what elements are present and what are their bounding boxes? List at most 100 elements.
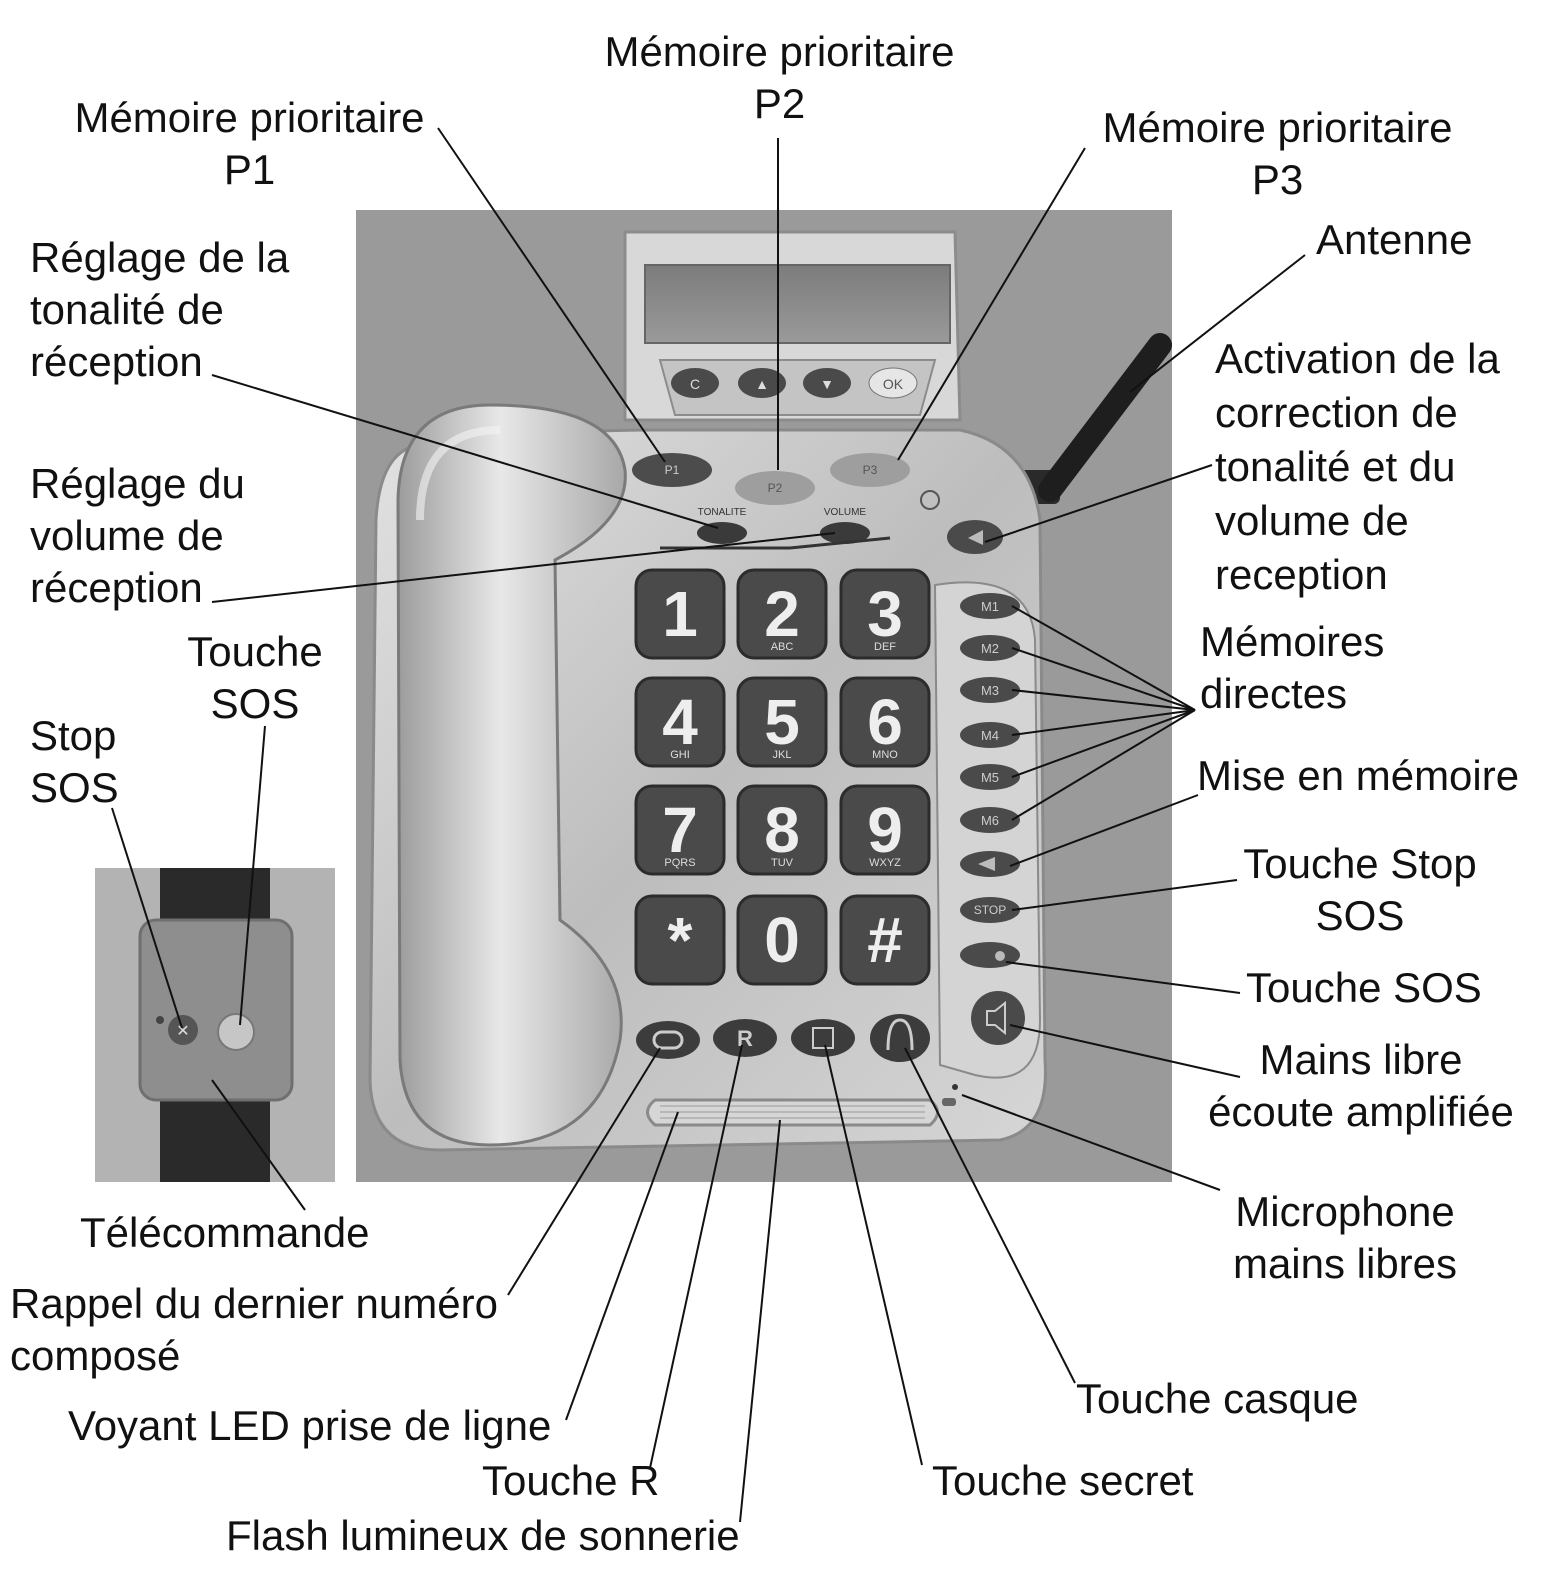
sos-button[interactable]: [960, 942, 1020, 968]
nav-key-label: ▲: [755, 376, 769, 392]
volume-control[interactable]: [820, 522, 870, 544]
label-voyant: Voyant LED prise de ligne: [68, 1402, 552, 1449]
label-touche-r: Touche R: [482, 1457, 660, 1504]
memory-key-m2[interactable]: M2: [960, 635, 1020, 661]
label-telecommande: Télécommande: [80, 1209, 370, 1256]
headset-button[interactable]: [870, 1014, 930, 1062]
remote-sos-button[interactable]: [217, 1013, 255, 1051]
key-digit: 2: [764, 578, 800, 650]
remote-led: [156, 1016, 164, 1024]
nav-key-label: C: [690, 376, 700, 392]
priority-key-p3[interactable]: P3: [830, 453, 910, 487]
nav-key-label: OK: [883, 376, 904, 392]
secret-button[interactable]: [791, 1019, 855, 1057]
memory-key-label: M6: [981, 813, 999, 828]
label-stop-sos-left: Stop SOS: [30, 712, 119, 811]
memory-key-m5[interactable]: M5: [960, 764, 1020, 790]
handset: [396, 403, 627, 1147]
label-touche-secret: Touche secret: [932, 1457, 1194, 1504]
remote-body: [138, 918, 294, 1102]
label-touche-casque: Touche casque: [1076, 1375, 1359, 1422]
label-p3: Mémoire prioritaire P3: [1102, 104, 1453, 203]
nav-key[interactable]: C: [671, 368, 719, 398]
key-digit: 1: [662, 578, 698, 650]
memory-key-m3[interactable]: M3: [960, 677, 1020, 703]
key-letters: WXYZ: [869, 857, 901, 869]
remote-photo: ✕: [95, 868, 335, 1182]
priority-key-label: P2: [768, 481, 783, 495]
label-mise-en-memoire: Mise en mémoire: [1197, 752, 1520, 799]
label-activation: Activation de la correction de tonalité …: [1215, 335, 1500, 598]
leader-lines: [111, 127, 1306, 1523]
remote-stop-icon: ✕: [176, 1023, 189, 1040]
keypad-key-star[interactable]: *: [634, 894, 726, 986]
key-letters: TUV: [771, 857, 794, 869]
headset-icon: [886, 1018, 914, 1051]
keypad-key-1[interactable]: 1: [634, 568, 726, 660]
tonalite-control[interactable]: [697, 522, 747, 544]
nav-key[interactable]: ▲: [738, 368, 786, 398]
correction-button[interactable]: [947, 520, 1003, 554]
memory-key-label: M3: [981, 683, 999, 698]
label-touche-stop-sos: Touche Stop SOS: [1243, 840, 1477, 939]
key-letters: ABC: [771, 641, 794, 653]
stop-button[interactable]: STOP: [960, 897, 1020, 923]
nav-key-label: ▼: [820, 376, 834, 392]
remote-stop-button[interactable]: [168, 1015, 198, 1045]
keypad-key-hash[interactable]: #: [839, 894, 931, 986]
bell-icon: [995, 951, 1005, 961]
label-p1: Mémoire prioritaire P1: [74, 94, 425, 193]
key-digit: 4: [662, 686, 698, 758]
mute-icon: [812, 1027, 834, 1049]
keypad-key-0[interactable]: 0: [736, 894, 828, 986]
led-indicator: [952, 1084, 958, 1090]
store-button[interactable]: [960, 851, 1020, 877]
speaker-button[interactable]: [971, 991, 1025, 1045]
memory-key-m4[interactable]: M4: [960, 722, 1020, 748]
priority-key-label: P3: [863, 463, 878, 477]
flash-grille-lines: [660, 1105, 925, 1119]
label-memoires-directes: Mémoires directes: [1200, 618, 1385, 717]
nav-key[interactable]: ▼: [803, 368, 851, 398]
priority-key-p2[interactable]: P2: [735, 471, 815, 505]
key-digit: 9: [867, 794, 903, 866]
tonalite-mark: TONALITE: [698, 507, 747, 518]
volume-mark: VOLUME: [824, 507, 867, 518]
speaker-icon: [986, 1000, 1006, 1036]
memory-key-label: M5: [981, 770, 999, 785]
key-digit: 5: [764, 686, 800, 758]
memory-key-label: M4: [981, 728, 999, 743]
label-volume: Réglage du volume de réception: [30, 460, 245, 611]
label-tonalite: Réglage de la tonalité de réception: [30, 234, 290, 385]
label-mains-libre: Mains libre écoute amplifiée: [1208, 1036, 1514, 1135]
priority-key-p1[interactable]: P1: [632, 453, 712, 487]
brand-logo-icon: [920, 490, 940, 510]
memory-key-label: M2: [981, 641, 999, 656]
arrow-icon: [968, 530, 983, 545]
priority-key-label: P1: [665, 463, 680, 477]
key-letters: DEF: [874, 641, 896, 653]
nav-key[interactable]: OK: [868, 367, 918, 399]
key-letters: MNO: [872, 749, 898, 761]
microphone-hole: [942, 1098, 956, 1106]
nav-keys: C ▲ ▼ OK: [671, 367, 918, 399]
memory-key-m6[interactable]: M6: [960, 807, 1020, 833]
store-arrow-icon: [978, 857, 995, 871]
redial-button[interactable]: [636, 1021, 700, 1059]
r-button[interactable]: R: [713, 1019, 777, 1057]
memory-key-label: M1: [981, 599, 999, 614]
key-letters: JKL: [773, 749, 792, 761]
memory-key-m1[interactable]: M1: [960, 593, 1020, 619]
label-touche-sos-right: Touche SOS: [1246, 964, 1482, 1011]
key-digit: 8: [764, 794, 800, 866]
